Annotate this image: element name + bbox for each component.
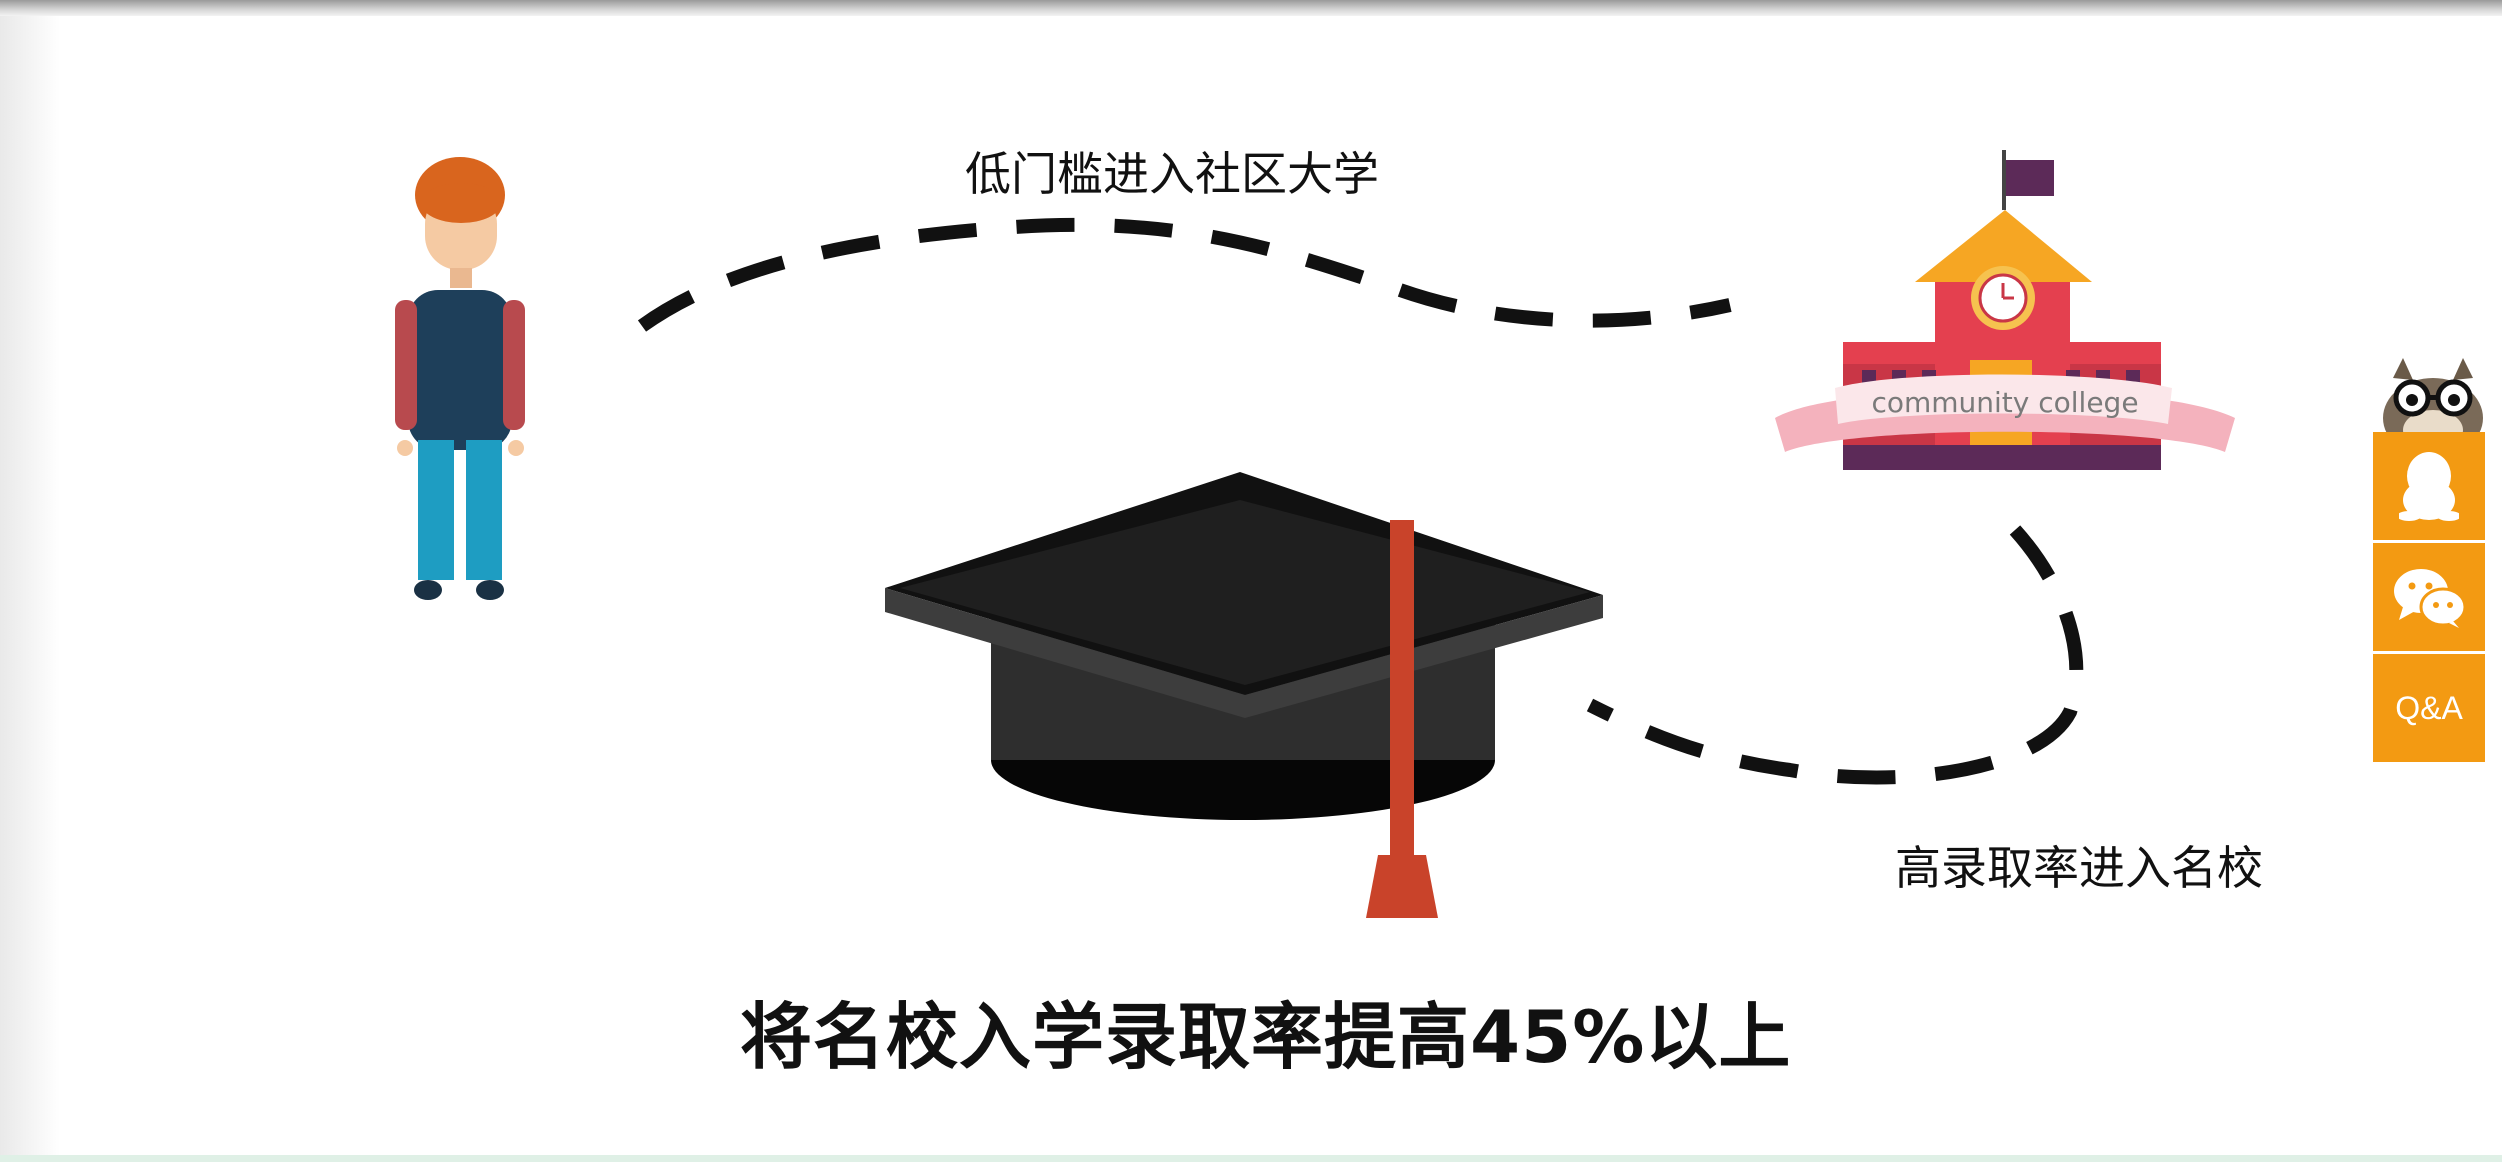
top-image-edge: [0, 0, 2502, 16]
student-figure: [395, 157, 525, 600]
qa-button[interactable]: Q&A: [2373, 654, 2485, 762]
headline: 将名校入学录取率提高45%以上: [740, 995, 1792, 1079]
floating-contact-bar: Q&A: [2373, 432, 2485, 765]
school-banner-text: community college: [1871, 386, 2138, 419]
wechat-contact-button[interactable]: [2373, 543, 2485, 651]
qq-penguin-icon: [2399, 452, 2459, 521]
squirrel-mascot-icon: [2383, 358, 2483, 448]
dashed-path-bottom: [1586, 525, 2084, 785]
bottom-edge: [0, 1155, 2502, 1162]
qa-label: Q&A: [2395, 689, 2463, 726]
community-college-building: community college: [1775, 150, 2235, 470]
wechat-icon: [2394, 569, 2467, 628]
path-top-label: 低门槛进入社区大学: [965, 147, 1379, 201]
left-shadow: [0, 16, 60, 1156]
graduation-cap: [885, 472, 1603, 918]
dashed-path-top: [637, 217, 1732, 332]
path-bottom-label: 高录取率进入名校: [1895, 841, 2263, 895]
qq-contact-button[interactable]: [2373, 432, 2485, 540]
